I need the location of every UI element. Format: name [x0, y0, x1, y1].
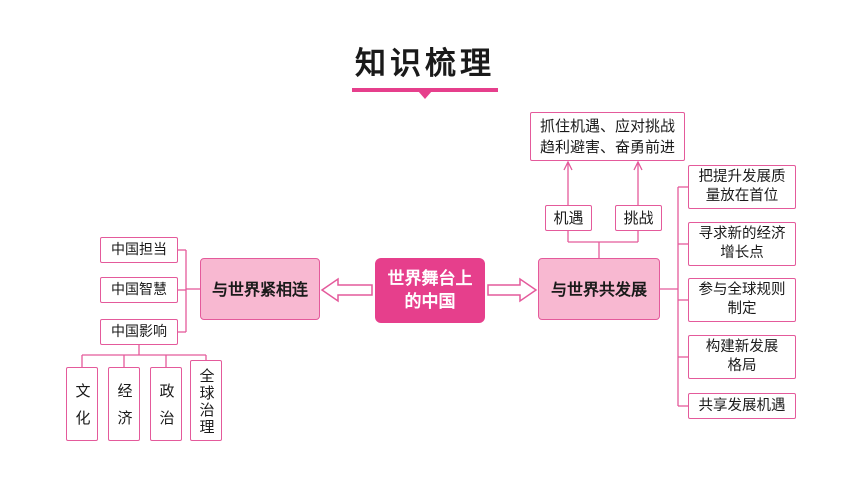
- influence-sub-node: 经济: [108, 367, 140, 441]
- right-item-node: 寻求新的经济 增长点: [688, 222, 796, 266]
- left-item-label: 中国担当: [111, 241, 167, 258]
- center-node: 世界舞台上 的中国: [375, 258, 485, 323]
- influence-sub-node: 全球治理: [190, 360, 222, 441]
- center-node-line: 的中国: [404, 291, 456, 312]
- hollow-arrow-left: [320, 277, 373, 303]
- right-item-line: 寻求新的经济: [698, 226, 786, 242]
- right-item-line: 制定: [727, 301, 757, 317]
- right-item-line: 构建新发展: [705, 339, 779, 355]
- right-item-line: 量放在首位: [705, 188, 779, 204]
- arrow-up-opportunity: [563, 160, 573, 205]
- left-main-node: 与世界紧相连: [200, 258, 320, 320]
- branch-label: 机遇: [553, 208, 584, 227]
- page-title: 知识梳理: [355, 46, 495, 82]
- summary-node: 抓住机遇、应对挑战 趋利避害、奋勇前进: [530, 112, 685, 161]
- influence-sub-label: 经济: [115, 383, 134, 437]
- right-item-line: 增长点: [720, 245, 764, 261]
- right-item-node: 共享发展机遇: [688, 393, 796, 419]
- influence-sub-node: 政治: [150, 367, 182, 441]
- right-item-line: 格局: [727, 358, 757, 374]
- left-item-label: 中国智慧: [111, 281, 167, 298]
- left-item-node: 中国影响: [100, 319, 178, 345]
- left-main-node-label: 与世界紧相连: [211, 279, 308, 299]
- right-main-node: 与世界共发展: [538, 258, 660, 320]
- right-item-line: 参与全球规则: [698, 282, 786, 298]
- left-item-node: 中国担当: [100, 237, 178, 263]
- title-underline: [352, 88, 498, 92]
- right-item-line: 共享发展机遇: [698, 397, 786, 414]
- branch-label: 挑战: [623, 208, 654, 227]
- right-main-node-label: 与世界共发展: [550, 279, 647, 299]
- center-node-line: 世界舞台上: [387, 268, 473, 289]
- summary-line: 抓住机遇、应对挑战: [539, 116, 675, 135]
- right-item-node: 把提升发展质 量放在首位: [688, 165, 796, 209]
- left-item-node: 中国智慧: [100, 277, 178, 303]
- influence-sub-label: 全球治理: [197, 367, 216, 436]
- branch-node-challenge: 挑战: [615, 205, 662, 231]
- title-pointer-triangle: [418, 91, 432, 99]
- right-item-node: 构建新发展 格局: [688, 335, 796, 379]
- right-item-node: 参与全球规则 制定: [688, 278, 796, 322]
- influence-sub-node: 文化: [66, 367, 98, 441]
- influence-sub-label: 政治: [157, 383, 176, 437]
- hollow-arrow-right: [487, 277, 538, 303]
- arrow-up-challenge: [633, 160, 643, 205]
- influence-sub-label: 文化: [73, 383, 92, 437]
- summary-line: 趋利避害、奋勇前进: [539, 137, 675, 156]
- left-item-label: 中国影响: [111, 323, 167, 340]
- branch-node-opportunity: 机遇: [545, 205, 592, 231]
- right-item-line: 把提升发展质: [698, 169, 786, 185]
